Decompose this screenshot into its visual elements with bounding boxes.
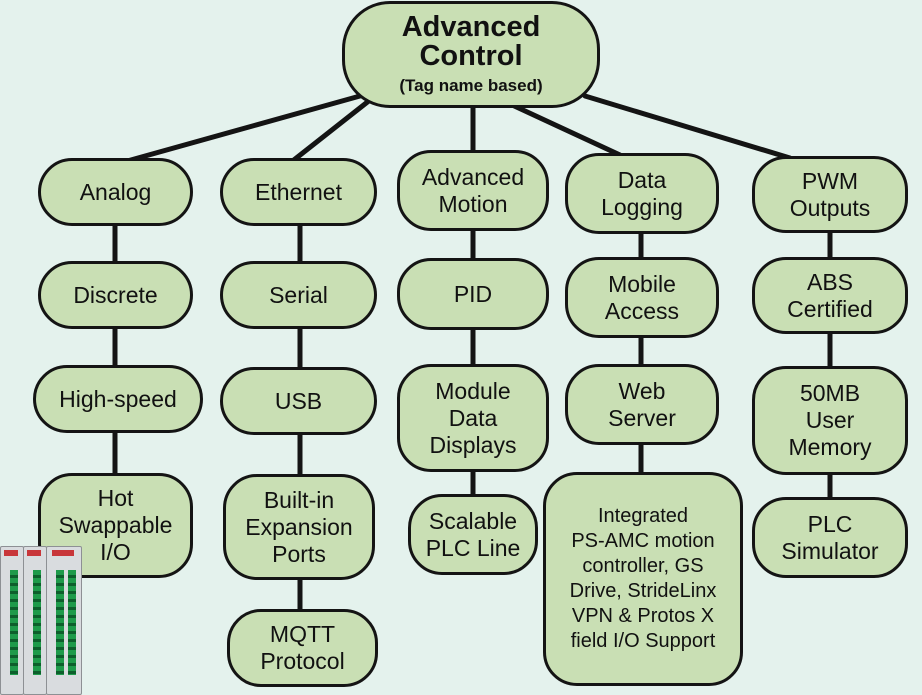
node-plc-simulator: PLC Simulator — [752, 497, 908, 578]
node-ethernet: Ethernet — [220, 158, 377, 226]
root-title: Advanced Control — [401, 10, 541, 72]
node-hot-swappable: Hot Swappable I/O — [38, 473, 193, 578]
node-pid: PID — [397, 258, 549, 330]
root-node-advanced-control: Advanced Control (Tag name based) — [342, 1, 600, 108]
connector-root-logging — [507, 101, 623, 158]
connector-root-pwm — [582, 93, 793, 161]
node-integrated-support: Integrated PS-AMC motion controller, GS … — [543, 472, 743, 686]
node-advanced-motion: Advanced Motion — [397, 150, 549, 231]
plc-hardware-icon — [0, 540, 82, 695]
node-data-logging: Data Logging — [565, 153, 719, 234]
node-mqtt: MQTT Protocol — [227, 609, 378, 687]
node-pwm-outputs: PWM Outputs — [752, 156, 908, 233]
node-high-speed: High-speed — [33, 365, 203, 433]
node-web-server: Web Server — [565, 364, 719, 445]
node-scalable-plc: Scalable PLC Line — [408, 494, 538, 575]
node-discrete: Discrete — [38, 261, 193, 329]
connector-root-analog — [117, 93, 363, 166]
node-analog: Analog — [38, 158, 193, 226]
node-usb: USB — [220, 367, 377, 435]
root-subtitle: (Tag name based) — [399, 75, 543, 95]
node-mobile-access: Mobile Access — [565, 257, 719, 338]
connector-root-ethernet — [287, 97, 373, 166]
node-abs-certified: ABS Certified — [752, 257, 908, 334]
node-module-data-displays: Module Data Displays — [397, 364, 549, 472]
node-serial: Serial — [220, 261, 377, 329]
node-user-memory: 50MB User Memory — [752, 366, 908, 475]
node-built-in-expansion: Built-in Expansion Ports — [223, 474, 375, 580]
